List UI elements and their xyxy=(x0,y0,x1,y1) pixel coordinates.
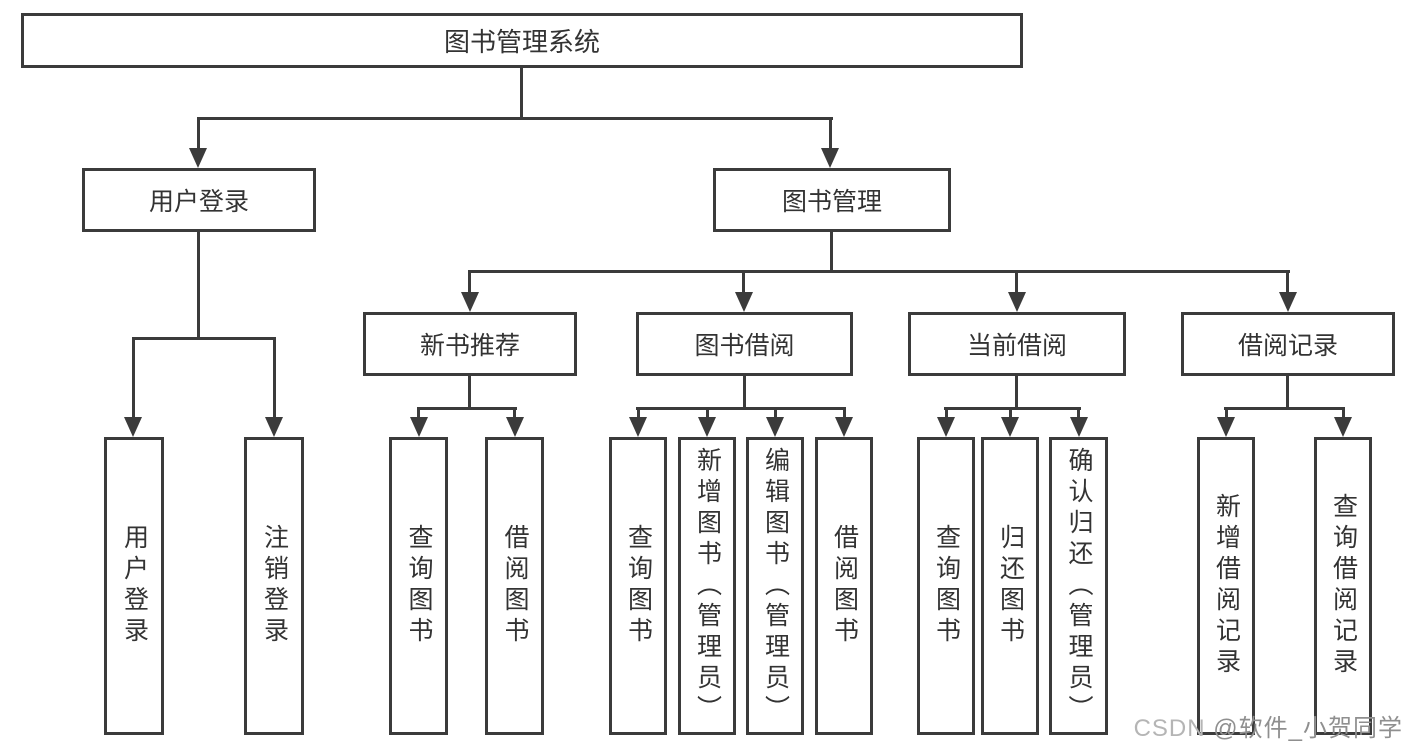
leaf-query-books-3: 查询图书 xyxy=(917,437,975,735)
connector-line xyxy=(132,337,276,340)
node-label: 查询图书 xyxy=(405,524,433,648)
arrow-down-icon xyxy=(821,148,839,168)
watermark-author: @软件_小贺同学 xyxy=(1213,715,1403,742)
node-label: 查询借阅记录 xyxy=(1329,493,1358,679)
arrow-down-icon xyxy=(1008,292,1026,312)
connector-line xyxy=(1077,407,1080,420)
leaf-borrow-books-2: 借阅图书 xyxy=(815,437,873,735)
node-book-management: 图书管理 xyxy=(713,168,951,232)
node-label: 图书管理 xyxy=(781,188,882,216)
arrow-down-icon xyxy=(1279,292,1297,312)
node-label: 借阅记录 xyxy=(1237,332,1338,360)
leaf-logout: 注销登录 xyxy=(244,437,304,735)
connector-line xyxy=(843,407,846,420)
node-label: 当前借阅 xyxy=(966,332,1067,360)
arrow-down-icon xyxy=(629,417,647,437)
node-new-book-recommend: 新书推荐 xyxy=(363,312,577,376)
leaf-add-books-admin: 新增图书（管理员） xyxy=(678,437,736,735)
arrow-down-icon xyxy=(265,417,283,437)
connector-line xyxy=(774,407,777,420)
connector-line xyxy=(1342,407,1345,420)
node-label: 编辑图书（管理员） xyxy=(761,446,790,726)
node-book-borrow: 图书借阅 xyxy=(636,312,853,376)
node-current-borrow: 当前借阅 xyxy=(908,312,1126,376)
arrow-down-icon xyxy=(1334,417,1352,437)
connector-line xyxy=(520,68,523,120)
node-root-system: 图书管理系统 xyxy=(21,13,1023,68)
connector-line xyxy=(197,117,200,151)
node-label: 查询图书 xyxy=(624,524,653,648)
connector-line xyxy=(829,117,832,151)
node-borrow-records: 借阅记录 xyxy=(1181,312,1395,376)
node-label: 新书推荐 xyxy=(419,332,520,360)
connector-line xyxy=(1015,270,1018,296)
leaf-add-borrow-record: 新增借阅记录 xyxy=(1197,437,1255,735)
arrow-down-icon xyxy=(835,417,853,437)
node-label: 借阅图书 xyxy=(830,524,859,648)
connector-line xyxy=(468,270,1290,273)
node-label: 归还图书 xyxy=(996,524,1025,648)
connector-line xyxy=(468,270,471,296)
connector-line xyxy=(417,407,420,420)
connector-line xyxy=(636,407,846,410)
node-label: 借阅图书 xyxy=(501,524,529,648)
connector-line xyxy=(132,337,135,420)
connector-line xyxy=(417,407,517,410)
arrow-down-icon xyxy=(410,417,428,437)
connector-line xyxy=(637,407,640,420)
node-label: 注销登录 xyxy=(260,524,289,648)
node-label: 新增图书（管理员） xyxy=(693,446,722,726)
connector-line xyxy=(1225,407,1228,420)
node-label: 用户登录 xyxy=(120,524,149,648)
connector-line xyxy=(830,232,833,273)
connector-line xyxy=(197,117,833,120)
arrow-down-icon xyxy=(766,417,784,437)
leaf-user-login: 用户登录 xyxy=(104,437,164,735)
connector-line xyxy=(1009,407,1012,420)
node-label: 图书管理系统 xyxy=(443,27,600,57)
watermark-prefix: CSDN xyxy=(1133,715,1206,742)
node-label: 图书借阅 xyxy=(694,332,795,360)
connector-line xyxy=(468,376,471,409)
connector-line xyxy=(1286,376,1289,409)
connector-line xyxy=(743,376,746,409)
connector-line xyxy=(1015,376,1018,409)
connector-line xyxy=(706,407,709,420)
connector-line xyxy=(1224,407,1345,410)
arrow-down-icon xyxy=(698,417,716,437)
leaf-query-books-2: 查询图书 xyxy=(609,437,667,735)
leaf-query-books-1: 查询图书 xyxy=(389,437,448,735)
node-label: 查询图书 xyxy=(932,524,961,648)
node-label: 确认归还（管理员） xyxy=(1065,446,1093,726)
node-label: 新增借阅记录 xyxy=(1212,493,1241,679)
leaf-query-borrow-record: 查询借阅记录 xyxy=(1314,437,1372,735)
node-label: 用户登录 xyxy=(148,188,249,216)
arrow-down-icon xyxy=(189,148,207,168)
connector-line xyxy=(945,407,948,420)
connector-line xyxy=(513,407,516,420)
arrow-down-icon xyxy=(1070,417,1088,437)
connector-line xyxy=(197,232,200,340)
leaf-return-books: 归还图书 xyxy=(981,437,1039,735)
arrow-down-icon xyxy=(124,417,142,437)
node-user-login: 用户登录 xyxy=(82,168,316,232)
watermark: CSDN @软件_小贺同学 xyxy=(1134,708,1403,743)
arrow-down-icon xyxy=(461,292,479,312)
connector-line xyxy=(1286,270,1289,296)
arrow-down-icon xyxy=(506,417,524,437)
arrow-down-icon xyxy=(1217,417,1235,437)
arrow-down-icon xyxy=(735,292,753,312)
connector-line xyxy=(944,407,1081,410)
connector-line xyxy=(742,270,745,296)
arrow-down-icon xyxy=(1001,417,1019,437)
connector-line xyxy=(273,337,276,420)
arrow-down-icon xyxy=(937,417,955,437)
leaf-borrow-books-1: 借阅图书 xyxy=(485,437,544,735)
leaf-edit-books-admin: 编辑图书（管理员） xyxy=(746,437,804,735)
leaf-confirm-return-admin: 确认归还（管理员） xyxy=(1049,437,1108,735)
